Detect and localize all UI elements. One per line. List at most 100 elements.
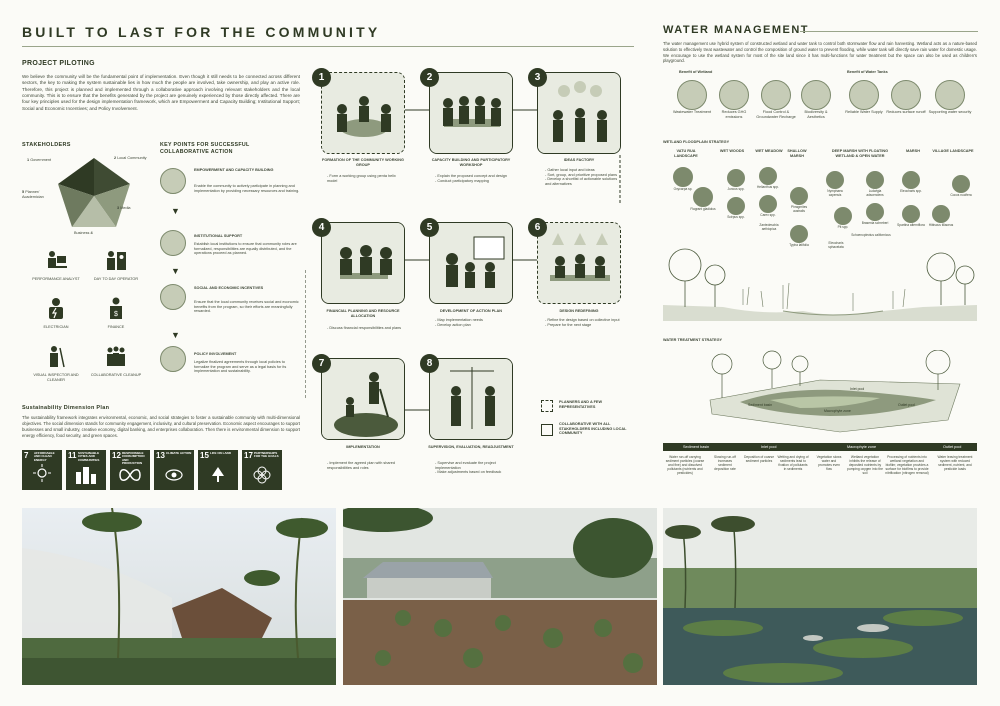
treatment-step: Water run-off carrying sediment particle… <box>665 455 705 476</box>
roles-grid: PERFORMANCE ANALYST DAY TO DAY OPERATOR … <box>28 248 148 388</box>
plant-item: Flagrant gladiolus <box>689 187 717 211</box>
step-2-bullets: - Explain the proposed concept and desig… <box>435 174 515 183</box>
plant-item: Eleocharis spp. <box>897 171 925 193</box>
segment-media <box>94 184 130 227</box>
plant-item: Spartina alterniflora <box>897 205 925 227</box>
analyst-icon <box>48 251 67 268</box>
operator-icon <box>107 251 126 270</box>
treatment-step: Slowing run-off increases sediment depos… <box>714 455 736 472</box>
step-7-card <box>321 358 405 440</box>
tree-icon <box>212 467 224 482</box>
render-wetland <box>663 508 977 685</box>
penta-helix-diagram <box>58 158 130 227</box>
step-1-number: 1 <box>312 68 331 87</box>
step-1-card <box>321 72 405 154</box>
step-3-card <box>537 72 621 154</box>
legend-solid-swatch <box>541 424 553 436</box>
plant-item: Oxycarpa sp. <box>669 167 697 191</box>
workshop-illustration <box>430 73 512 153</box>
plant-item: Nymphaea capensis <box>821 171 849 197</box>
zone-label: MARSH <box>906 149 920 153</box>
benefit-item: Reduces surface runoff <box>886 80 926 115</box>
plant-item: Cocos nucifera <box>947 175 975 197</box>
inspector-icon <box>50 346 65 368</box>
step-6-bullets: - Refine the design based on collective … <box>545 318 623 327</box>
plant-item: Ludwigia adscendens <box>861 171 889 197</box>
step-6-number: 6 <box>528 218 547 237</box>
piloting-intro: We believe the community will be the fun… <box>22 74 300 111</box>
keypoint-title: INSTITUTIONAL SUPPORT <box>194 234 243 238</box>
zone-label: WET WOODS <box>719 149 745 153</box>
institution-icon <box>160 230 186 256</box>
step-2-number: 2 <box>420 68 439 87</box>
plant-item: Pit spp. <box>831 207 855 229</box>
keypoint-text: Establish local institutions to ensure t… <box>194 242 297 256</box>
stage-label: Sediment basin <box>683 445 710 449</box>
policy-icon <box>160 346 186 372</box>
zone-label: WET MEADOW <box>755 149 783 153</box>
step-6-title: DESIGN REDEFINING <box>559 309 599 313</box>
step-5-bullets: - Map implementation needs - Develop act… <box>435 318 515 327</box>
redefining-illustration <box>538 223 620 303</box>
stage-label: Macrophyte zone <box>847 445 877 449</box>
water-divider <box>800 31 978 32</box>
step-2-title: CAPACITY BUILDING AND PARTICIPATORY WORK… <box>431 158 511 167</box>
benefit-item: Supporting water security <box>928 80 972 115</box>
step-bullet: - Supervise and evaluate the project imp… <box>435 461 496 470</box>
step-7-title: IMPLEMENTATION <box>346 445 380 449</box>
plant-item: Scirpus spp. <box>723 197 749 219</box>
step-8-title: SUPERVISION, EVALUATION, READJUSTMENT <box>428 445 514 449</box>
treatment-steps: Water run-off carrying sediment particle… <box>663 455 977 501</box>
meeting-illustration <box>322 73 404 153</box>
svg-text:$: $ <box>114 311 118 318</box>
treatment-step: Processing of nutrients into wetland veg… <box>885 455 929 476</box>
treatment-step: Vegetation slows water and promotes even… <box>816 455 842 472</box>
arrow-down-icon: ▼ <box>171 330 180 340</box>
electrician-icon <box>49 298 63 319</box>
legend-solid-label: COLLABORATIVE WITH ALL STAKEHOLDERS INCL… <box>559 422 627 436</box>
benefits-row: Wastewater Treatment Reduces GHG emissio… <box>672 80 978 132</box>
evaluation-illustration <box>430 359 512 439</box>
planting-illustration <box>322 359 404 439</box>
step-7-number: 7 <box>312 354 331 373</box>
flood-icon <box>761 80 791 110</box>
role-finance: $ FINANCE <box>88 296 144 330</box>
keypoints-list: EMPOWERMENT AND CAPACITY BUILDING Enable… <box>160 166 300 398</box>
stakeholder-5: 5 Planner/ Academician <box>22 190 44 199</box>
page-title: BUILT TO LAST FOR THE COMMUNITY <box>22 24 381 40</box>
segment-local-community <box>94 158 130 196</box>
step-8-bullets: - Supervise and evaluate the project imp… <box>435 461 515 475</box>
treatment-step: Wetting and drying of sediments lead to … <box>777 455 809 472</box>
eye-globe-icon <box>165 469 183 481</box>
step-7-bullets: - Implement the agreed plan with shared … <box>327 461 407 470</box>
step-8-card <box>429 358 513 440</box>
step-1-title: FORMATION OF THE COMMUNITY WORKING GROUP <box>322 158 404 167</box>
step-8-number: 8 <box>420 354 439 373</box>
step-bullet: - Map implementation needs <box>435 318 483 322</box>
stakeholder-2: 2 Local Community <box>114 156 147 160</box>
plant-item: Hibiscus tiliaceus <box>927 205 955 227</box>
keypoint-text: Legalize finalized agreements through lo… <box>194 360 287 374</box>
stakeholders-heading: STAKEHOLDERS <box>22 142 71 148</box>
runoff-icon <box>891 80 921 110</box>
zone-label: DEEP MARSH WITH FLOATING WETLAND & OPEN … <box>831 149 889 158</box>
legend-dashed-label: PLANNERS AND A FEW REPRESENTATIVES <box>559 400 603 409</box>
stage-label: Outlet pool <box>943 445 962 449</box>
water-heading: WATER MANAGEMENT <box>663 24 810 36</box>
treatment-heading: WATER TREATMENT STRATEGY <box>663 338 723 342</box>
keypoint-title: EMPOWERMENT AND CAPACITY BUILDING <box>194 168 274 172</box>
step-4-number: 4 <box>312 218 331 237</box>
plant-item: Helianthus spp. <box>755 167 781 189</box>
water-security-icon <box>935 80 965 110</box>
step-bullet: - Conduct participatory mapping <box>435 178 489 183</box>
ghg-icon <box>719 80 749 110</box>
step-bullet: - Refine the design based on collective … <box>545 318 620 322</box>
finance-meeting-illustration <box>322 223 404 303</box>
benefit-item: Reliable Water Supply <box>844 80 884 115</box>
floodplain-section <box>663 248 977 321</box>
step-bullet: - Sort, group, and prioritize proposed p… <box>545 172 617 177</box>
step-bullet: - Discuss financial responsibilities and… <box>327 326 402 330</box>
